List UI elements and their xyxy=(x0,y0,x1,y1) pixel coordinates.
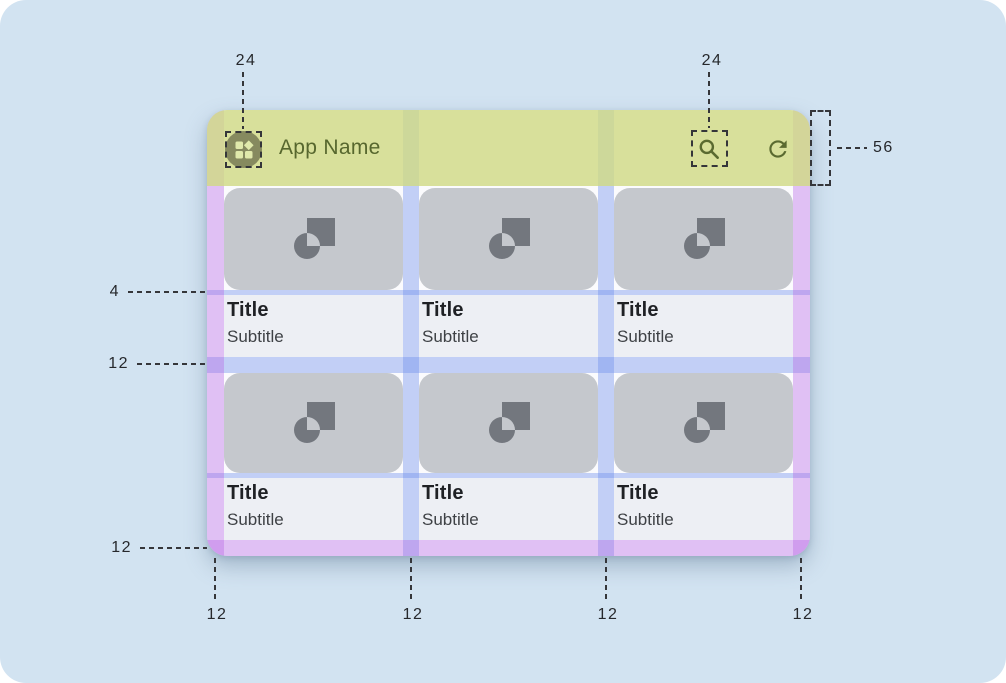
measure-line xyxy=(242,72,244,129)
row-gap-overlay xyxy=(207,357,810,373)
image-text-gap-overlay xyxy=(207,290,810,295)
refresh-button[interactable] xyxy=(764,135,792,163)
measure-label-appbar-height: 56 xyxy=(873,139,894,156)
card-subtitle: Subtitle xyxy=(422,327,479,346)
card-image xyxy=(224,188,403,290)
measure-line xyxy=(605,558,607,602)
measure-label-row-gap: 12 xyxy=(108,355,129,372)
measure-line xyxy=(214,558,216,602)
bottom-margin-overlay xyxy=(207,540,810,556)
measure-label-left-margin: 12 xyxy=(206,606,228,623)
app-mockup: Title Subtitle Title Subtitle Title Subt… xyxy=(207,110,810,556)
card-image xyxy=(419,373,598,473)
search-icon xyxy=(699,139,719,159)
card-subtitle: Subtitle xyxy=(227,327,284,346)
card-image xyxy=(614,373,793,473)
measure-box-app-icon xyxy=(225,131,262,168)
measure-bracket-appbar xyxy=(810,110,831,186)
card[interactable]: Title Subtitle xyxy=(419,188,598,357)
card-title: Title xyxy=(422,299,464,321)
card-title: Title xyxy=(422,482,464,504)
app-icon-button[interactable] xyxy=(225,131,262,168)
card[interactable]: Title Subtitle xyxy=(419,373,598,540)
measure-line xyxy=(410,558,412,602)
measure-line xyxy=(800,558,802,602)
left-margin-overlay xyxy=(207,110,224,556)
card[interactable]: Title Subtitle xyxy=(224,373,403,540)
card-title: Title xyxy=(227,299,269,321)
measure-line xyxy=(140,547,207,549)
card-title: Title xyxy=(617,299,659,321)
card-subtitle: Subtitle xyxy=(227,510,284,529)
measure-label-app-icon: 24 xyxy=(235,52,257,69)
card[interactable]: Title Subtitle xyxy=(224,188,403,357)
search-button[interactable] xyxy=(695,135,723,163)
image-placeholder-icon xyxy=(488,402,530,443)
image-placeholder-icon xyxy=(293,218,335,259)
card-image xyxy=(614,188,793,290)
card-subtitle: Subtitle xyxy=(617,327,674,346)
card-image xyxy=(224,373,403,473)
card-text: Title Subtitle xyxy=(224,478,403,540)
measure-label-gutter: 12 xyxy=(597,606,619,623)
card-text: Title Subtitle xyxy=(224,295,403,357)
measure-line xyxy=(837,147,867,149)
gutter-overlay xyxy=(598,110,614,556)
dashboard-icon xyxy=(235,139,254,158)
card-subtitle: Subtitle xyxy=(617,510,674,529)
card-subtitle: Subtitle xyxy=(422,510,479,529)
refresh-icon xyxy=(769,140,787,158)
measure-label-search-icon: 24 xyxy=(701,52,723,69)
gutter-overlay xyxy=(403,110,419,556)
card-text: Title Subtitle xyxy=(614,295,793,357)
card-title: Title xyxy=(227,482,269,504)
right-margin-overlay xyxy=(793,110,810,556)
measure-line xyxy=(708,72,710,128)
measure-label-image-text-gap: 4 xyxy=(109,283,120,300)
measure-label-gutter: 12 xyxy=(402,606,424,623)
measure-label-right-margin: 12 xyxy=(792,606,814,623)
measure-line xyxy=(128,291,207,293)
card-text: Title Subtitle xyxy=(419,478,598,540)
card-image xyxy=(419,188,598,290)
card-text: Title Subtitle xyxy=(614,478,793,540)
measure-box-search-icon xyxy=(691,130,728,167)
measure-label-bottom-margin: 12 xyxy=(111,539,132,556)
card[interactable]: Title Subtitle xyxy=(614,188,793,357)
image-placeholder-icon xyxy=(683,402,725,443)
measure-line xyxy=(137,363,207,365)
card-title: Title xyxy=(617,482,659,504)
app-name: App Name xyxy=(279,136,381,159)
image-placeholder-icon xyxy=(488,218,530,259)
image-placeholder-icon xyxy=(683,218,725,259)
image-text-gap-overlay xyxy=(207,473,810,478)
card[interactable]: Title Subtitle xyxy=(614,373,793,540)
card-text: Title Subtitle xyxy=(419,295,598,357)
image-placeholder-icon xyxy=(293,402,335,443)
